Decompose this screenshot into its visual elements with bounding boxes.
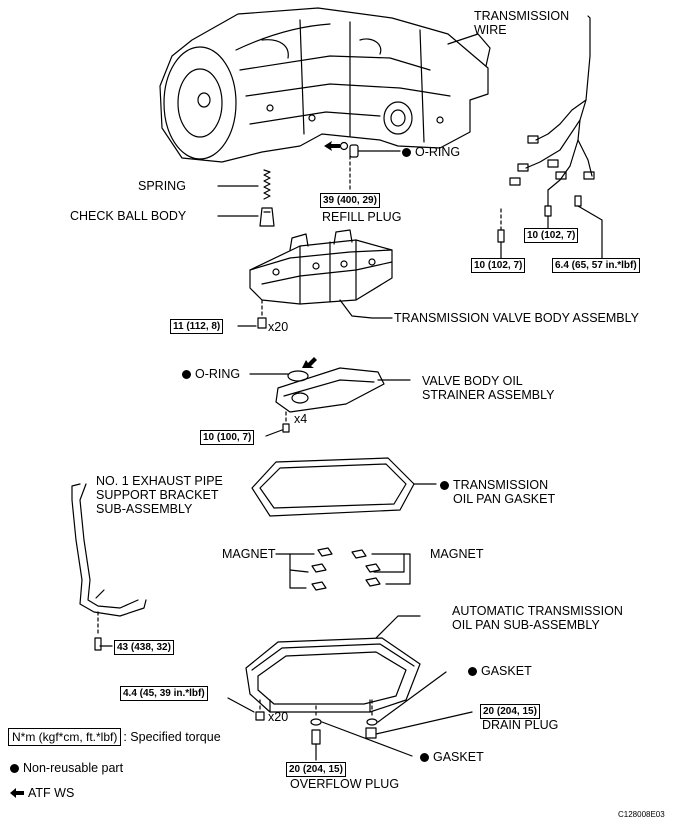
filled-dot-icon <box>10 764 19 773</box>
qty-strainer-bolts: x4 <box>294 412 308 426</box>
atf-arrow-refill <box>324 141 340 151</box>
qty-pan-bolts: x20 <box>268 710 289 724</box>
label-drain-plug: DRAIN PLUG <box>482 718 559 732</box>
label-oil-pan-gasket: TRANSMISSION OIL PAN GASKET <box>440 478 555 506</box>
valve-body <box>237 229 393 329</box>
label-gasket-drain: GASKET <box>468 664 532 678</box>
label-magnet-left: MAGNET <box>222 547 276 561</box>
label-oil-pan: AUTOMATIC TRANSMISSION OIL PAN SUB-ASSEM… <box>452 604 623 632</box>
torque-overflow-plug: 20 (204, 15) <box>286 762 346 777</box>
torque-strainer-bolts: 10 (100, 7) <box>200 430 255 445</box>
torque-wire-bolt-a: 10 (102, 7) <box>471 258 526 273</box>
torque-wire-bolt-c: 6.4 (65, 57 in.*lbf) <box>552 258 640 273</box>
transmission-case <box>159 7 491 163</box>
label-refill-plug: REFILL PLUG <box>322 210 402 224</box>
label-valve-body-assembly: TRANSMISSION VALVE BODY ASSEMBLY <box>394 311 639 325</box>
label-check-ball-body: CHECK BALL BODY <box>70 209 187 223</box>
atf-arrow-strainer <box>302 357 317 368</box>
torque-pan-bolts: 4.4 (45, 39 in.*lbf) <box>120 686 208 701</box>
spring-part <box>217 169 271 200</box>
label-gasket-overflow: GASKET <box>420 750 484 764</box>
label-spring: SPRING <box>138 179 186 193</box>
label-magnet-right: MAGNET <box>430 547 484 561</box>
qty-valve-body-bolts: x20 <box>268 320 289 334</box>
label-overflow-plug: OVERFLOW PLUG <box>290 777 400 791</box>
legend-torque-desc: : Specified torque <box>123 730 221 744</box>
overflow-plug-part <box>310 705 413 761</box>
check-ball-body-part <box>217 207 275 227</box>
torque-refill-plug: 39 (400, 29) <box>320 193 380 208</box>
magnets <box>275 547 411 591</box>
label-exhaust-bracket: NO. 1 EXHAUST PIPE SUPPORT BRACKET SUB-A… <box>96 474 223 516</box>
transmission-wire-harness <box>497 15 603 261</box>
label-o-ring-strainer: O-RING <box>182 367 240 381</box>
torque-wire-bolt-b: 10 (102, 7) <box>524 228 579 243</box>
torque-valve-body-bolts: 11 (112, 8) <box>170 319 224 334</box>
figure-code: C128008E03 <box>618 810 665 819</box>
legend-non-reusable: Non-reusable part <box>10 761 123 775</box>
oil-pan <box>227 615 421 721</box>
legend-torque: N*m (kgf*cm, ft.*lbf): Specified torque <box>8 728 221 746</box>
drain-plug-part <box>365 671 473 739</box>
torque-bracket-bolt: 43 (438, 32) <box>114 640 174 655</box>
label-o-ring-plug: O-RING <box>402 145 460 159</box>
refill-plug <box>339 141 401 193</box>
oil-pan-gasket-part <box>251 457 437 517</box>
legend-atf: ATF WS <box>10 786 74 800</box>
label-oil-strainer: VALVE BODY OIL STRAINER ASSEMBLY <box>422 374 555 402</box>
torque-drain-plug: 20 (204, 15) <box>480 704 540 719</box>
label-transmission-wire: TRANSMISSION WIRE <box>474 9 570 37</box>
exhaust-bracket-part <box>71 483 147 651</box>
atf-arrow-icon <box>10 788 24 798</box>
legend-torque-unit: N*m (kgf*cm, ft.*lbf) <box>8 728 122 746</box>
oil-strainer <box>265 367 411 437</box>
